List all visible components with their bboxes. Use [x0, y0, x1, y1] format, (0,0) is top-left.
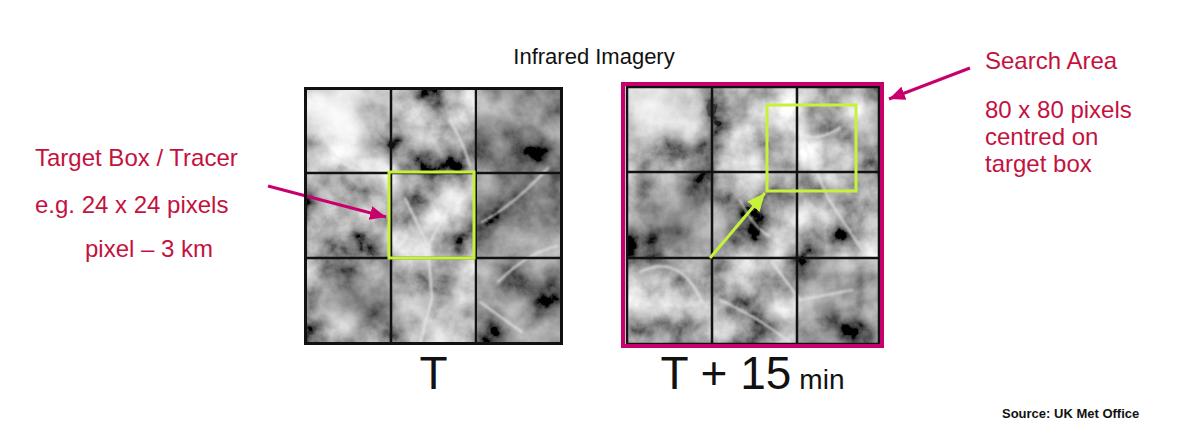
cloud-streak	[420, 246, 432, 343]
callout-heading: Search Area	[985, 47, 1117, 75]
grid-line	[627, 257, 879, 260]
bright-cloud	[627, 87, 735, 155]
cloud-streak	[772, 262, 852, 300]
cloud-streak	[330, 150, 372, 170]
grid-line	[796, 87, 799, 344]
dark-region	[306, 255, 420, 343]
panel-caption: T + 15min	[585, 348, 920, 399]
label-slot: pixel – 3 km	[85, 235, 213, 263]
cloud-streak	[450, 120, 470, 165]
label-slot: e.g. 24 x 24 pixels	[35, 191, 228, 219]
search-area-panel: T + 15min	[621, 82, 884, 348]
dark-region	[478, 89, 561, 343]
grid-lines	[627, 87, 879, 344]
tracked-box	[767, 105, 856, 191]
callout-text: pixel – 3 km	[85, 235, 213, 263]
label-slot: 80 x 80 pixels centred on target box	[985, 96, 1160, 177]
cloud-streak	[405, 194, 456, 246]
cloud-streak	[720, 300, 792, 344]
image-frame	[627, 87, 879, 344]
panel-caption: T	[267, 348, 600, 399]
time-label: min	[799, 365, 844, 396]
motion-arrow	[710, 193, 765, 258]
cloud-streaks	[330, 120, 558, 343]
satellite-image	[306, 89, 561, 343]
grid-line	[627, 171, 879, 174]
bright-cloud	[306, 89, 415, 167]
title-slot: Infrared Imagery	[513, 43, 674, 71]
grid-line	[711, 87, 714, 344]
label-slot: Source: UK Met Office	[1002, 406, 1139, 422]
diagram-title: Infrared Imagery	[513, 43, 674, 71]
leader-arrow	[268, 186, 386, 217]
time-label: T	[419, 348, 447, 399]
callout-text: 80 x 80 pixels centred on target box	[985, 96, 1160, 177]
satellite-image	[627, 87, 879, 344]
grid-lines	[306, 89, 561, 343]
time-label: T + 15	[661, 348, 792, 399]
cloud-streak	[640, 266, 702, 302]
target-box	[389, 172, 474, 258]
label-slot: Target Box / Tracer	[35, 144, 238, 172]
source-note: Source: UK Met Office	[1002, 406, 1139, 422]
cloud-streak	[785, 120, 840, 137]
cloud-streaks	[640, 120, 862, 344]
cloud-streak	[482, 168, 548, 222]
leader-arrow	[889, 68, 970, 99]
dark-region	[797, 258, 879, 344]
callout-heading: Target Box / Tracer	[35, 144, 238, 172]
callout-text: e.g. 24 x 24 pixels	[35, 191, 228, 219]
cloud-streak	[480, 302, 522, 332]
image-panel: T	[304, 87, 563, 345]
cloud-streak	[498, 246, 558, 282]
dark-region	[627, 160, 750, 280]
label-slot: Search Area	[985, 47, 1117, 75]
